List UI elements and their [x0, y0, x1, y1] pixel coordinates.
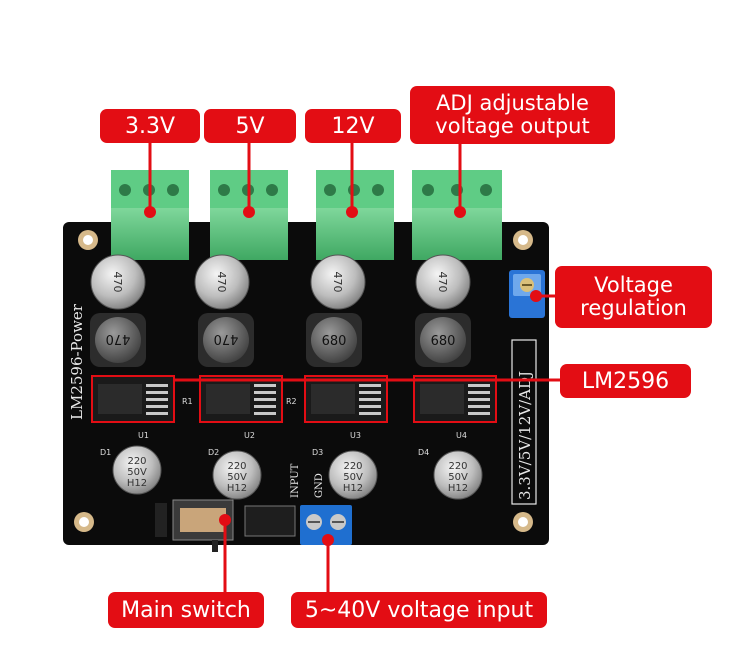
- silkscreen-gnd: GND: [314, 473, 325, 498]
- cap-voltage: 50V: [127, 467, 147, 478]
- cap-voltage: 50V: [343, 472, 363, 483]
- silkscreen-title: LM2596-Power: [68, 303, 86, 420]
- lm2596-chips: [91, 375, 497, 423]
- cap-text: 470: [111, 272, 124, 293]
- callout-5v-text: 5V: [235, 113, 265, 139]
- cap-series: H12: [448, 483, 468, 494]
- label-d1: D1: [100, 448, 111, 457]
- cap-text: 470: [215, 272, 228, 293]
- callout-12v: 12V: [305, 109, 401, 143]
- cap-text: 470: [331, 272, 344, 293]
- cap-text: 470: [436, 272, 449, 293]
- callout-voltage-input: 5~40V voltage input: [291, 592, 547, 628]
- inductor-value: 680: [322, 334, 347, 349]
- callout-voltage-regulation-line1: Voltage: [594, 273, 673, 297]
- board-small-labels: D1 U1 D2 U2 D3 U3 D4 U4 R1 R2: [100, 397, 467, 457]
- callout-lines: [148, 141, 562, 592]
- diode: [244, 505, 296, 537]
- label-r2: R2: [286, 397, 297, 406]
- callout-main-switch-text: Main switch: [121, 597, 251, 623]
- callout-dots: [144, 206, 542, 546]
- cap-voltage: 50V: [227, 472, 247, 483]
- callout-lm2596-text: LM2596: [581, 368, 670, 394]
- cap-series: H12: [343, 483, 363, 494]
- inductor-value: 680: [431, 334, 456, 349]
- cap-value: 220: [343, 461, 362, 472]
- callout-3v3-text: 3.3V: [124, 113, 176, 139]
- label-u3: U3: [350, 431, 361, 440]
- cap-voltage: 50V: [448, 472, 468, 483]
- callout-adj-line2: voltage output: [435, 114, 590, 138]
- label-d2: D2: [208, 448, 219, 457]
- cap-series: H12: [127, 478, 147, 489]
- inductor-value: 470: [106, 331, 131, 346]
- mounting-holes: [74, 230, 533, 532]
- callout-3v3: 3.3V: [100, 109, 200, 143]
- label-d4: D4: [418, 448, 429, 457]
- callout-voltage-regulation: Voltage regulation: [555, 266, 712, 328]
- inductor-value: 470: [214, 331, 239, 346]
- label-u1: U1: [138, 431, 149, 440]
- callout-5v: 5V: [204, 109, 296, 143]
- silkscreen-outputs-box: [511, 339, 537, 505]
- inductors: 470 470 680 680: [90, 313, 471, 367]
- label-r1: R1: [182, 397, 193, 406]
- callout-adj-line1: ADJ adjustable: [436, 91, 589, 115]
- callout-voltage-input-text: 5~40V voltage input: [304, 597, 534, 623]
- label-u2: U2: [244, 431, 255, 440]
- silkscreen-input: INPUT: [290, 463, 301, 498]
- callout-voltage-regulation-line2: regulation: [580, 296, 687, 320]
- cap-value: 220: [227, 461, 246, 472]
- callout-12v-text: 12V: [331, 113, 375, 139]
- label-u4: U4: [456, 431, 467, 440]
- callout-lm2596: LM2596: [560, 364, 691, 398]
- cap-value: 220: [448, 461, 467, 472]
- label-d3: D3: [312, 448, 323, 457]
- cap-series: H12: [227, 483, 247, 494]
- silkscreen-outputs: 3.3V/5V/12V/ADJ: [516, 371, 534, 500]
- cap-value: 220: [127, 456, 146, 467]
- callout-main-switch: Main switch: [108, 592, 264, 628]
- bottom-capacitors: 220 50V H12 220 50V H12 220 50V H12 220 …: [112, 445, 483, 500]
- callout-adj: ADJ adjustable voltage output: [410, 86, 615, 144]
- top-capacitors: 470 470 470 470: [90, 254, 471, 310]
- input-terminal: [300, 505, 352, 545]
